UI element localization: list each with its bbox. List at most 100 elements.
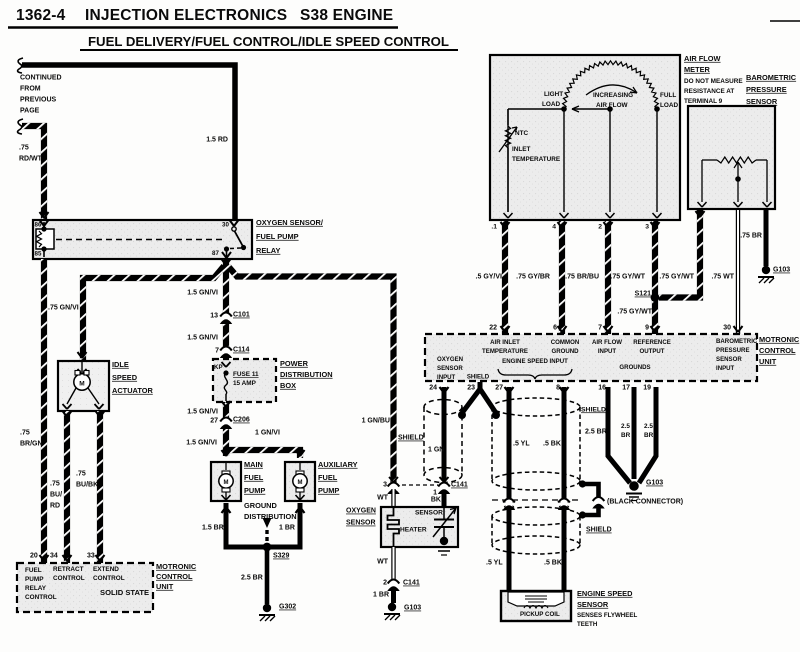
svg-text:GROUNDS: GROUNDS [619, 364, 650, 371]
svg-text:OUTPUT: OUTPUT [639, 348, 664, 355]
svg-text:.1: .1 [491, 223, 497, 230]
svg-text:1: 1 [433, 490, 437, 497]
svg-text:HEATER: HEATER [400, 526, 427, 533]
svg-text:.75 GY/WT: .75 GY/WT [659, 274, 694, 281]
svg-text:24: 24 [429, 385, 437, 392]
svg-text:UNIT: UNIT [759, 357, 777, 366]
svg-text:.75: .75 [19, 145, 29, 152]
svg-text:DISTRIBUTION: DISTRIBUTION [244, 512, 297, 521]
svg-text:.75: .75 [76, 471, 86, 478]
svg-text:1.5 GN/VI: 1.5 GN/VI [187, 290, 218, 297]
svg-text:.5 YL: .5 YL [513, 441, 530, 448]
svg-text:FUSE 11: FUSE 11 [233, 371, 259, 378]
svg-text:SENSOR: SENSOR [346, 520, 376, 527]
svg-text:AIR FLOW: AIR FLOW [592, 339, 622, 346]
svg-text:87: 87 [212, 250, 219, 257]
svg-text:19: 19 [643, 385, 651, 392]
svg-text:PREVIOUS: PREVIOUS [20, 97, 57, 104]
svg-text:MAIN: MAIN [244, 460, 263, 469]
svg-text:.75 GY/WT: .75 GY/WT [617, 309, 652, 316]
svg-text:SHIELD: SHIELD [467, 373, 490, 380]
svg-text:.75 BR: .75 BR [740, 233, 762, 240]
svg-text:MOTRONIC: MOTRONIC [759, 335, 800, 344]
svg-text:PAGE: PAGE [20, 108, 40, 115]
svg-text:BU/BK: BU/BK [76, 482, 98, 489]
svg-text:RD/WT: RD/WT [19, 156, 43, 163]
svg-text:FUEL DELIVERY/FUEL CONTROL/IDL: FUEL DELIVERY/FUEL CONTROL/IDLE SPEED CO… [88, 34, 449, 49]
svg-text:85: 85 [35, 251, 42, 258]
svg-text:17: 17 [622, 385, 630, 392]
svg-text:1.5 GN/VI: 1.5 GN/VI [186, 440, 217, 447]
svg-text:LOAD: LOAD [542, 101, 560, 108]
svg-text:2.5 BR: 2.5 BR [585, 429, 607, 436]
svg-text:G302: G302 [279, 604, 296, 611]
svg-text:SENSOR: SENSOR [716, 356, 742, 363]
svg-text:FROM: FROM [20, 86, 41, 93]
svg-text:1.5 BR: 1.5 BR [202, 525, 224, 532]
svg-text:METER: METER [684, 65, 711, 74]
svg-text:.5 BK: .5 BK [543, 441, 561, 448]
svg-text:TEMPERATURE: TEMPERATURE [482, 348, 528, 355]
svg-text:KP: KP [214, 364, 223, 371]
svg-text:BAROMETRIC: BAROMETRIC [746, 73, 797, 82]
svg-text:.75 WT: .75 WT [711, 274, 734, 281]
svg-text:C206: C206 [233, 417, 250, 424]
svg-text:4: 4 [552, 223, 556, 230]
svg-text:LIGHT: LIGHT [544, 91, 563, 98]
svg-text:DISTRIBUTION: DISTRIBUTION [280, 370, 333, 379]
svg-text:COMMON: COMMON [551, 339, 579, 346]
svg-text:15 AMP: 15 AMP [233, 380, 257, 387]
svg-text:INPUT: INPUT [716, 365, 735, 372]
svg-text:23: 23 [467, 385, 475, 392]
svg-text:FUEL: FUEL [25, 567, 42, 574]
svg-text:OXYGEN SENSOR/: OXYGEN SENSOR/ [256, 218, 323, 227]
svg-text:CONTROL: CONTROL [93, 575, 125, 582]
svg-text:SENSOR: SENSOR [437, 365, 463, 372]
svg-text:.75: .75 [20, 430, 30, 437]
svg-text:CONTINUED: CONTINUED [20, 75, 62, 82]
svg-text:1 GN/BU: 1 GN/BU [362, 418, 390, 425]
svg-text:SOLID STATE: SOLID STATE [100, 588, 149, 597]
svg-text:.75 GY/BR: .75 GY/BR [516, 274, 550, 281]
svg-text:.5 YL: .5 YL [486, 560, 503, 567]
svg-text:BOX: BOX [280, 381, 296, 390]
svg-text:RELAY: RELAY [25, 585, 47, 592]
svg-text:LOAD: LOAD [660, 102, 678, 109]
svg-text:INPUT: INPUT [598, 348, 617, 355]
svg-text:RD: RD [50, 503, 60, 510]
svg-text:TERMINAL 9: TERMINAL 9 [684, 98, 723, 105]
svg-text:ENGINE SPEED INPUT: ENGINE SPEED INPUT [502, 358, 568, 365]
svg-text:30: 30 [723, 325, 731, 332]
svg-text:SENSOR: SENSOR [577, 600, 609, 609]
svg-text:.5 BK: .5 BK [544, 560, 562, 567]
svg-text:PICKUP COIL: PICKUP COIL [520, 611, 560, 618]
svg-text:AIR INLET: AIR INLET [490, 339, 520, 346]
svg-text:TEMPERATURE: TEMPERATURE [512, 156, 561, 163]
svg-text:BU/: BU/ [50, 492, 62, 499]
svg-text:2.5: 2.5 [621, 423, 630, 430]
svg-text:PUMP: PUMP [318, 486, 339, 495]
svg-text:BAROMETRIC: BAROMETRIC [716, 338, 758, 345]
svg-text:27: 27 [495, 385, 503, 392]
svg-text:INCREASING: INCREASING [593, 92, 633, 99]
svg-text:OXYGEN: OXYGEN [437, 356, 463, 363]
svg-text:FUEL PUMP: FUEL PUMP [256, 232, 299, 241]
svg-text:BR: BR [644, 432, 654, 439]
svg-text:RETRACT: RETRACT [53, 566, 84, 573]
svg-text:C141: C141 [451, 482, 468, 489]
svg-text:AUXILIARY: AUXILIARY [318, 460, 358, 469]
svg-text:CONTROL: CONTROL [759, 346, 796, 355]
svg-text:INLET: INLET [512, 146, 531, 153]
svg-text:POWER: POWER [280, 359, 309, 368]
svg-text:PRESSURE: PRESSURE [716, 347, 750, 354]
svg-text:PUMP: PUMP [244, 486, 265, 495]
svg-text:G103: G103 [773, 267, 790, 274]
svg-text:1362-4: 1362-4 [16, 7, 66, 24]
svg-text:86: 86 [35, 222, 42, 229]
svg-text:CONTROL: CONTROL [25, 594, 57, 601]
svg-text:MOTRONIC: MOTRONIC [156, 562, 197, 571]
svg-text:BR/GN: BR/GN [20, 441, 43, 448]
svg-text:34: 34 [50, 553, 58, 560]
svg-text:AIR FLOW: AIR FLOW [684, 54, 721, 63]
svg-text:(BLACK CONNECTOR): (BLACK CONNECTOR) [607, 499, 683, 506]
